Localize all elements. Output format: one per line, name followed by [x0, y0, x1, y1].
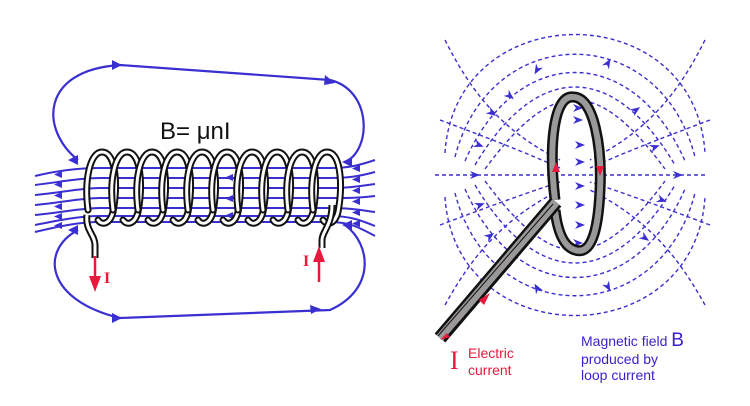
field-line [484, 180, 666, 251]
field-arrow-icon [473, 202, 485, 211]
field-line [444, 189, 561, 306]
field-arrow-icon [575, 182, 585, 190]
field-arrow-icon [534, 63, 543, 75]
field-arrow-icon [575, 141, 585, 149]
field-line [454, 192, 696, 297]
field-line [444, 196, 706, 317]
field-arrow-icon [573, 116, 583, 124]
field-line [474, 86, 676, 166]
field-line [439, 119, 561, 169]
field-arrow-icon [472, 139, 484, 148]
field-arrow-icon [503, 89, 514, 100]
solenoid-outer-arrows [68, 60, 352, 323]
field-arrow-icon [573, 104, 583, 112]
field-line [444, 33, 706, 154]
current-label-left: I [104, 270, 111, 287]
field-arrow-icon [648, 144, 660, 153]
loop-current-symbol: I [450, 346, 459, 375]
magnetic-field-symbol: B [671, 330, 684, 351]
field-line [439, 181, 561, 226]
field-arrow-icon [575, 158, 585, 166]
electric-current-caption-line2: current [468, 362, 512, 378]
solenoid-inner-field-lines [34, 159, 376, 237]
magnetic-field-label: Magnetic field [581, 333, 668, 349]
arrow-icon [324, 75, 335, 85]
arrow-icon [112, 60, 122, 70]
field-arrow-icon [673, 171, 683, 179]
field-line [589, 189, 706, 306]
field-arrow-icon [534, 283, 543, 295]
field-arrow-icon [470, 171, 480, 179]
field-arrow-icon [575, 201, 585, 209]
magnetic-field-caption-line1: Magnetic field B [581, 330, 684, 351]
arrow-icon [342, 157, 352, 167]
solenoid-inner-arrows [54, 165, 360, 229]
field-arrow-icon [485, 106, 497, 116]
electric-current-caption-line1: Electric [468, 345, 514, 361]
magnetic-field-caption-line3: loop current [581, 367, 655, 383]
field-arrow-icon [638, 231, 650, 241]
field-line-top-loop [52, 63, 365, 164]
field-arrow-icon [629, 107, 641, 117]
field-line [444, 39, 561, 161]
solenoid-coil [83, 148, 344, 227]
arrow-icon [68, 225, 78, 235]
field-line [464, 188, 686, 279]
field-line [589, 39, 706, 161]
loop-field-arrows [470, 58, 683, 295]
current-arrow-left [89, 256, 101, 292]
loop-current-arrows [440, 162, 604, 340]
arrow-icon [310, 305, 321, 314]
solenoid-lead-left [83, 214, 99, 258]
field-arrow-icon [602, 280, 611, 292]
arrow-icon [342, 220, 352, 230]
field-arrow-icon [575, 221, 585, 229]
current-arrow-right [313, 246, 325, 282]
field-line [454, 53, 696, 158]
solenoid-lead-right [318, 204, 336, 248]
field-line [474, 184, 676, 264]
solenoid-formula: B= μnI [160, 118, 231, 145]
current-label-right: I [303, 253, 310, 270]
field-arrow-icon [655, 194, 667, 203]
magnetic-field-caption-line2: produced by [581, 351, 659, 367]
field-line [589, 119, 711, 169]
field-arrow-icon [602, 58, 611, 70]
arrow-icon [112, 313, 122, 323]
field-line [464, 71, 686, 162]
arrow-icon [68, 155, 78, 165]
field-arrow-icon [483, 233, 495, 243]
